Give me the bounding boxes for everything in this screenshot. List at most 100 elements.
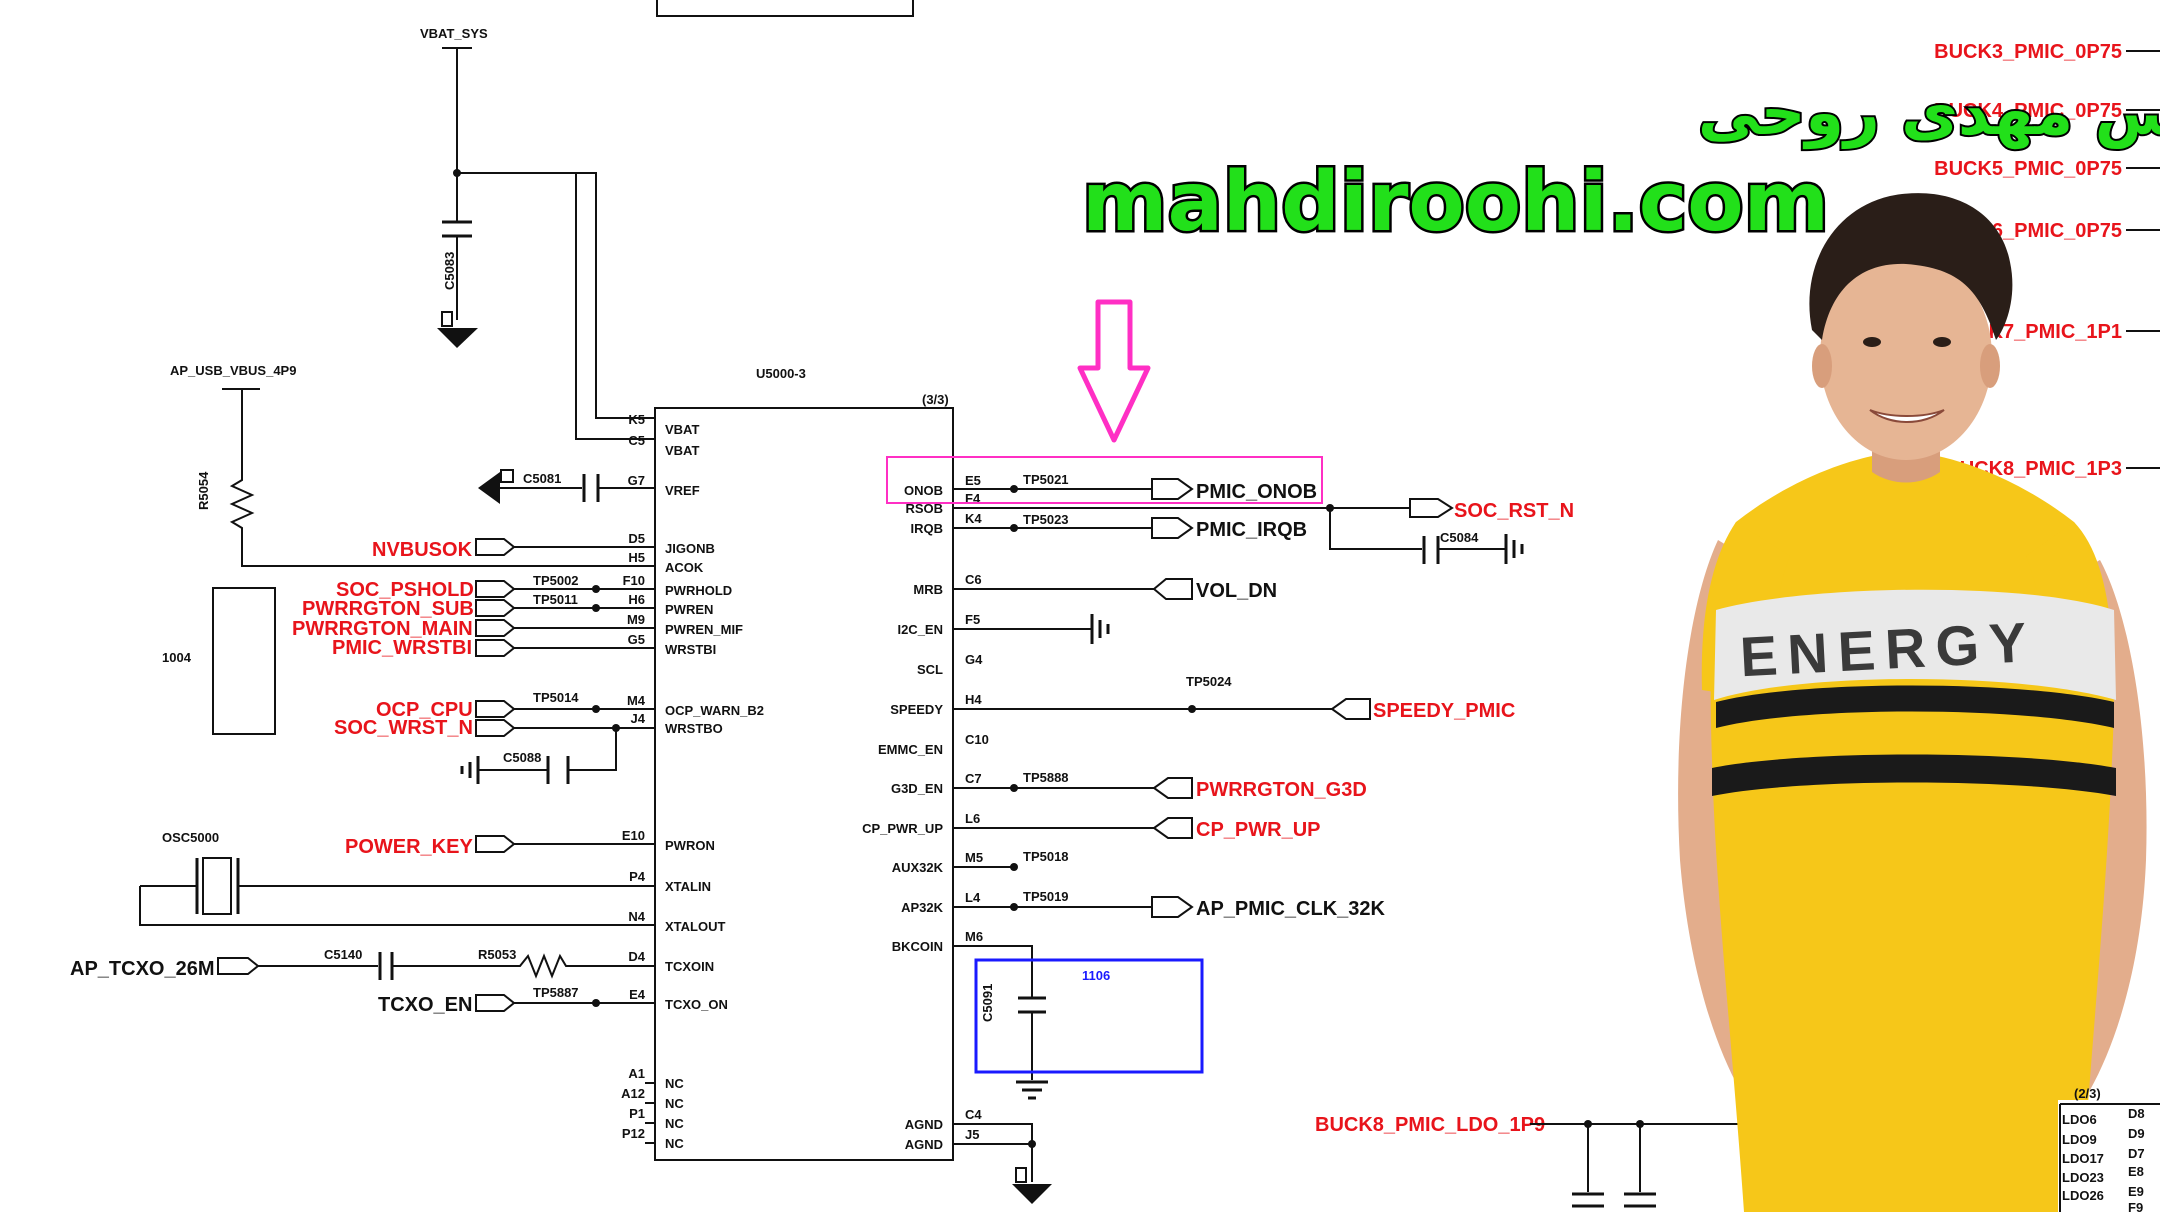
capacitor-c5091: [1018, 996, 1046, 1014]
label-1106: 1106: [1082, 968, 1110, 983]
label-osc5000: OSC5000: [162, 830, 219, 845]
label-tp5023: TP5023: [1023, 512, 1069, 527]
vbat-wires: [457, 172, 655, 440]
net-ap-pmic-clk-32k: AP_PMIC_CLK_32K: [1196, 898, 1386, 920]
pin-name: PWREN: [665, 602, 713, 617]
label-c5088: C5088: [503, 750, 541, 765]
port-ap-tcxo: [217, 957, 260, 975]
port-pmic-wrstbi: [475, 639, 516, 657]
net-buck: BUCK4_PMIC_0P75: [1934, 100, 2122, 122]
ground-bracket: [441, 311, 453, 327]
pin-id: D4: [628, 949, 645, 964]
port-nvbusok: [475, 538, 516, 556]
net-pmic-irqb: PMIC_IRQB: [1196, 519, 1307, 541]
pin-name: AGND: [905, 1117, 943, 1132]
label-c5091: C5091: [980, 984, 995, 1022]
pin-name: NC: [665, 1096, 684, 1111]
ground-symbol: [437, 328, 478, 348]
pin-name: XTALOUT: [665, 919, 725, 934]
pin-name: BKCOIN: [892, 939, 943, 954]
vbat-sys-rail: [442, 47, 472, 222]
label-part-2-3: (2/3): [2074, 1086, 2101, 1101]
pin-id: N4: [628, 909, 645, 924]
pin-id: A1: [628, 1066, 645, 1081]
presenter-photo: ENERGY: [1678, 193, 2147, 1212]
pin-name: VREF: [665, 483, 700, 498]
pin-id: E5: [965, 473, 981, 488]
shirt-print: ENERGY: [1738, 610, 2037, 688]
region-1004: [212, 587, 276, 735]
net-ap-tcxo-26m: AP_TCXO_26M: [70, 958, 215, 980]
pin-id: K4: [965, 511, 982, 526]
ground-c5091: [1016, 1080, 1048, 1100]
tp5002-dot: [592, 585, 600, 593]
port-soc-wrst-n: [475, 719, 516, 737]
label-c5083: C5083: [442, 252, 457, 290]
capacitor-c5140: [378, 952, 394, 980]
pin-id: H6: [628, 592, 645, 607]
net-soc-pshold: SOC_PSHOLD: [336, 579, 474, 601]
label-tp5024: TP5024: [1186, 674, 1232, 689]
pin-name: VBAT: [665, 443, 699, 458]
tcxo-wire: [258, 953, 655, 979]
label-r5053: R5053: [478, 947, 516, 962]
ground-i2c-en: [1090, 614, 1110, 644]
ground-left-symbol: [478, 472, 500, 504]
ldo-name: LDO6: [2062, 1112, 2097, 1127]
pin-name: TCXOIN: [665, 959, 714, 974]
net-pmic-wrstbi: PMIC_WRSTBI: [332, 637, 472, 659]
capacitor-c5084: [1422, 536, 1440, 564]
tp5019-dot: [1010, 903, 1018, 911]
net-buck: BUCK5_PMIC_0P75: [1934, 158, 2122, 180]
pin-name: WRSTBI: [665, 642, 716, 657]
tp5023-dot: [1010, 524, 1018, 532]
tp5024-dot: [1188, 705, 1196, 713]
net-pwrrgton-sub: PWRRGTON_SUB: [302, 598, 474, 620]
label-c5084: C5084: [1440, 530, 1479, 545]
ground-c5088: [460, 756, 480, 784]
tp5887-dot: [592, 999, 600, 1007]
capacitor-c5081: [582, 474, 600, 502]
pin-id: A12: [621, 1086, 645, 1101]
port-pwrrgton-main: [475, 619, 516, 637]
ground-c5084: [1504, 534, 1524, 564]
pin-id: M9: [627, 612, 645, 627]
port-power-key: [475, 835, 516, 853]
pin-name: AP32K: [901, 900, 944, 915]
highlight-arrow-icon: [1077, 299, 1151, 443]
onob-highlight-box: [886, 456, 1323, 504]
label-tp5002: TP5002: [533, 573, 579, 588]
net-soc-rst-n: SOC_RST_N: [1454, 500, 1574, 522]
agnd-bracket: [1015, 1167, 1027, 1183]
pin-id: P4: [629, 869, 646, 884]
pin-name: AUX32K: [892, 860, 944, 875]
label-tp5019: TP5019: [1023, 889, 1069, 904]
ldo-capacitors: [1572, 1192, 1656, 1208]
pin-id: E4: [629, 987, 646, 1002]
pin-id: C6: [965, 572, 982, 587]
ldo-name: LDO17: [2062, 1151, 2104, 1166]
resistor-r5054: [222, 388, 655, 567]
pin-id: E10: [622, 828, 645, 843]
ground-left-bracket: [500, 469, 514, 483]
ldo-name: LDO26: [2062, 1188, 2104, 1203]
pin-name: ONOB: [904, 483, 943, 498]
pin-name: AGND: [905, 1137, 943, 1152]
pin-id: C5: [628, 433, 645, 448]
tp5014-dot: [592, 705, 600, 713]
label-c5140: C5140: [324, 947, 362, 962]
crystal-osc5000: [202, 857, 232, 915]
pin-name: VBAT: [665, 422, 699, 437]
ocp-wires: [514, 708, 655, 729]
capacitor-c5088: [546, 756, 570, 784]
net-soc-wrst-n: SOC_WRST_N: [334, 717, 473, 739]
pin-id: C4: [965, 1107, 982, 1122]
pin-name: XTALIN: [665, 879, 711, 894]
tp5888-dot: [1010, 784, 1018, 792]
port-soc-pshold: [475, 580, 516, 598]
net-nvbusok: NVBUSOK: [372, 539, 473, 561]
pin-id: M5: [965, 850, 983, 865]
pin-id: M4: [627, 693, 646, 708]
c5088-wire: [478, 728, 617, 771]
